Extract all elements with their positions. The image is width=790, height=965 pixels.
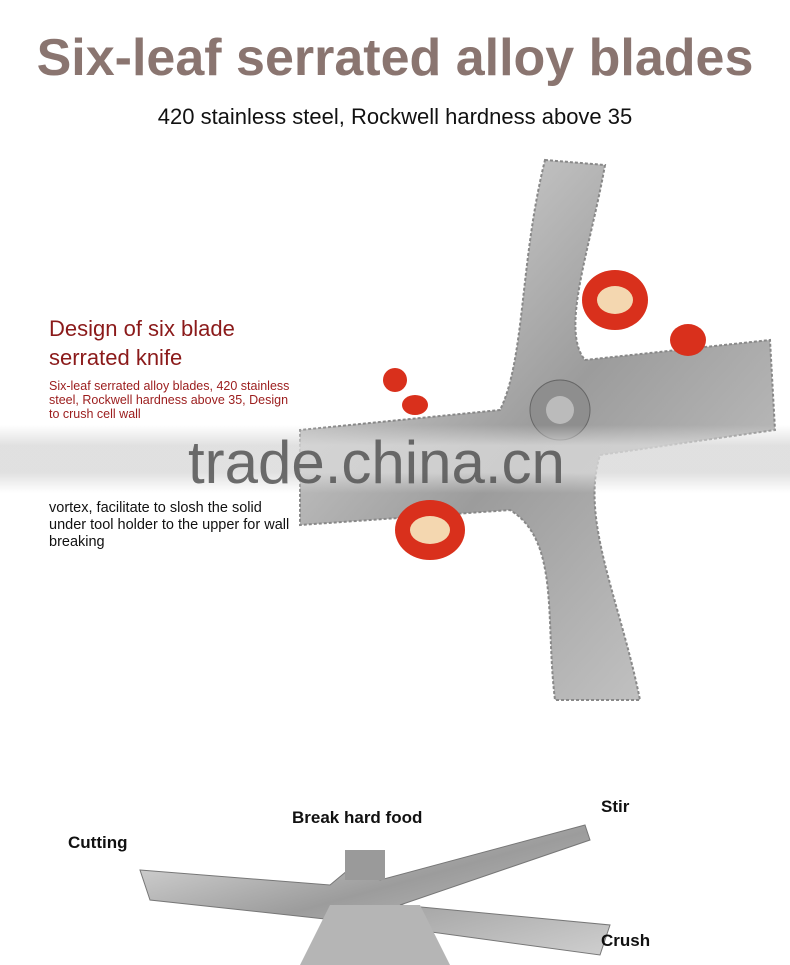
page-subtitle: 420 stainless steel, Rockwell hardness a… [157,104,633,129]
feature-heading-line1: Design of six blade [49,316,235,341]
page-title: Six-leaf serrated alloy blades [36,29,754,87]
watermark-band [0,425,790,493]
feature-description-continued: vortex, facilitate to slosh the solid un… [49,500,290,550]
label-break-hard-food: Break hard food [292,808,423,827]
feature-heading: Design of six blade serrated knife [49,314,235,372]
chili-pieces [383,270,706,560]
feature-heading-line2: serrated knife [49,345,183,370]
watermark: trade.china.cn [188,429,565,496]
blade-assembly-photo [139,824,611,965]
label-crush: Crush [601,931,651,950]
feature-description: Six-leaf serrated alloy blades, 420 stai… [49,379,290,421]
label-cutting: Cutting [68,833,128,852]
label-stir: Stir [601,797,630,816]
